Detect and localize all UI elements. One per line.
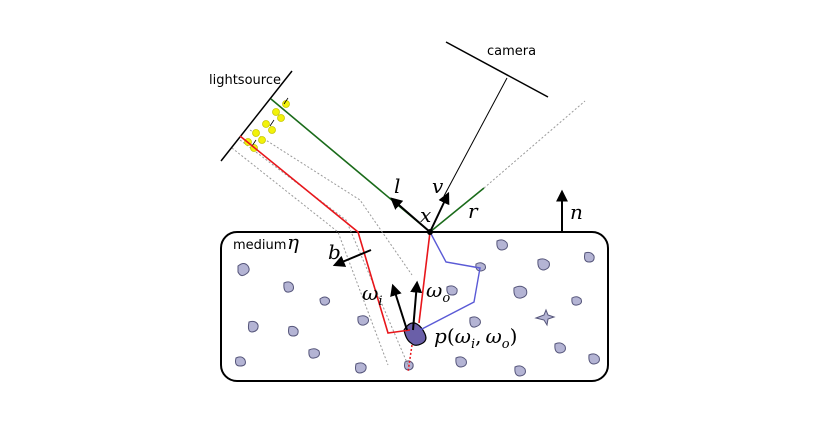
blue-scatter-path [419, 231, 481, 331]
v-label: v [432, 174, 444, 198]
particle [355, 362, 367, 374]
lightsource-label: lightsource [209, 73, 281, 88]
medium-box [220, 231, 609, 382]
camera-label: camera [487, 44, 536, 59]
point-x [427, 229, 433, 235]
x-label: x [420, 203, 431, 227]
particle [357, 315, 369, 326]
v-arrow [429, 191, 450, 233]
camera-plate [445, 41, 549, 98]
lightsource-plate [220, 70, 293, 162]
particle [537, 258, 550, 271]
omega-o-label: ωo [426, 278, 450, 306]
particles [235, 239, 600, 377]
particle [308, 348, 320, 359]
b-label: b [328, 240, 341, 264]
omega-i-arrow [390, 283, 408, 331]
particle [455, 356, 467, 368]
green-ray [270, 98, 485, 234]
medium-label: medium [233, 238, 286, 253]
particle [584, 251, 595, 263]
camera-ray [443, 77, 508, 197]
particle [475, 262, 486, 272]
red-dotted-tail [407, 344, 413, 373]
particle [496, 239, 508, 251]
particle [513, 285, 528, 299]
particle [288, 325, 299, 337]
eta-symbol: η [287, 230, 299, 254]
scatter-particle [403, 322, 427, 346]
particle [237, 263, 250, 277]
omega-i-label: ωi [362, 281, 382, 309]
l-label: l [394, 174, 400, 198]
r-label: r [468, 199, 479, 223]
particle [554, 342, 566, 354]
b-arrow [332, 249, 372, 267]
n-label: n [570, 200, 583, 224]
particle [319, 296, 331, 306]
particle [283, 281, 294, 293]
particle [571, 296, 582, 306]
particle [514, 365, 526, 377]
particle [588, 353, 600, 365]
photon-arrows [251, 97, 289, 147]
particle [534, 308, 556, 327]
particle [247, 320, 259, 333]
guide-lines [231, 100, 586, 366]
particle [469, 316, 481, 328]
l-arrow [390, 197, 431, 233]
particle [446, 285, 458, 296]
red-exit-ray [418, 231, 431, 324]
phase-function-label: p(ωi,ωo) [434, 324, 517, 352]
red-ray [239, 135, 411, 334]
reflection-extension [483, 100, 586, 189]
omega-o-arrow [410, 280, 423, 331]
particle [235, 356, 246, 367]
